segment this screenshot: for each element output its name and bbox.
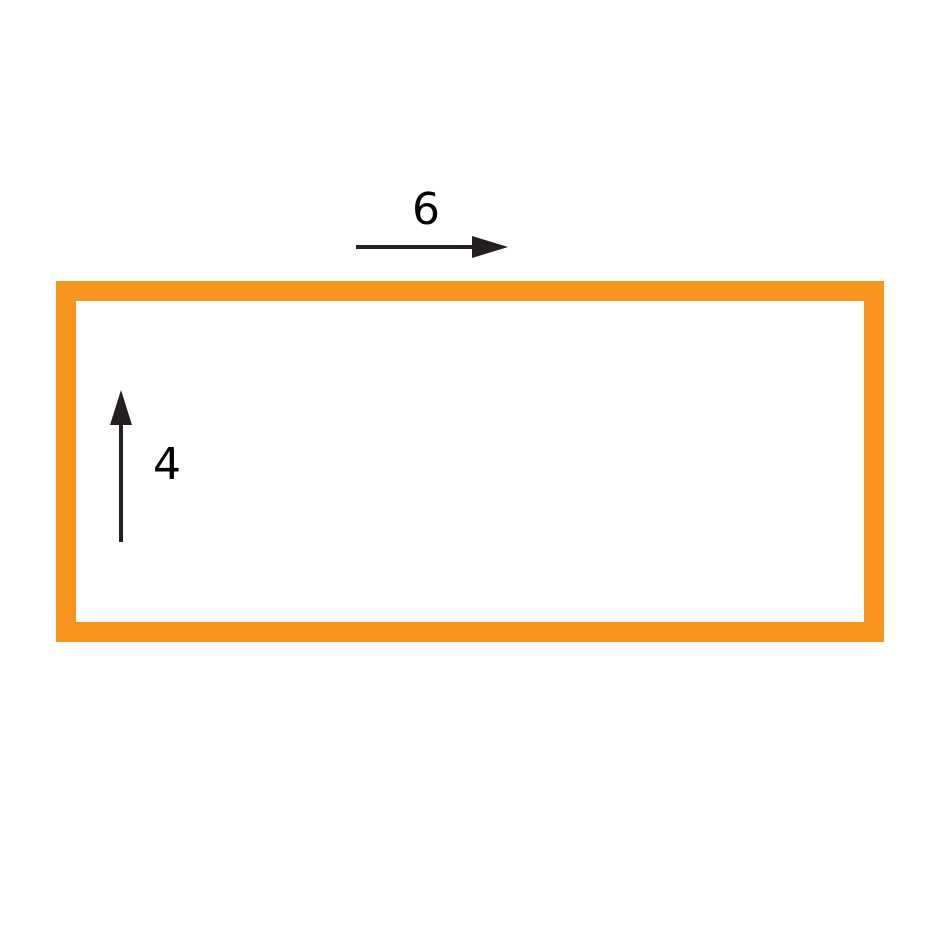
orange-rectangle xyxy=(56,281,884,642)
vertical-arrow-label: 4 xyxy=(153,439,181,490)
horizontal-arrow-label: 6 xyxy=(412,184,440,235)
vertical-arrow xyxy=(110,390,132,542)
vertical-arrow-head xyxy=(110,390,132,425)
horizontal-arrow-head xyxy=(472,236,508,258)
horizontal-arrow xyxy=(356,236,508,258)
